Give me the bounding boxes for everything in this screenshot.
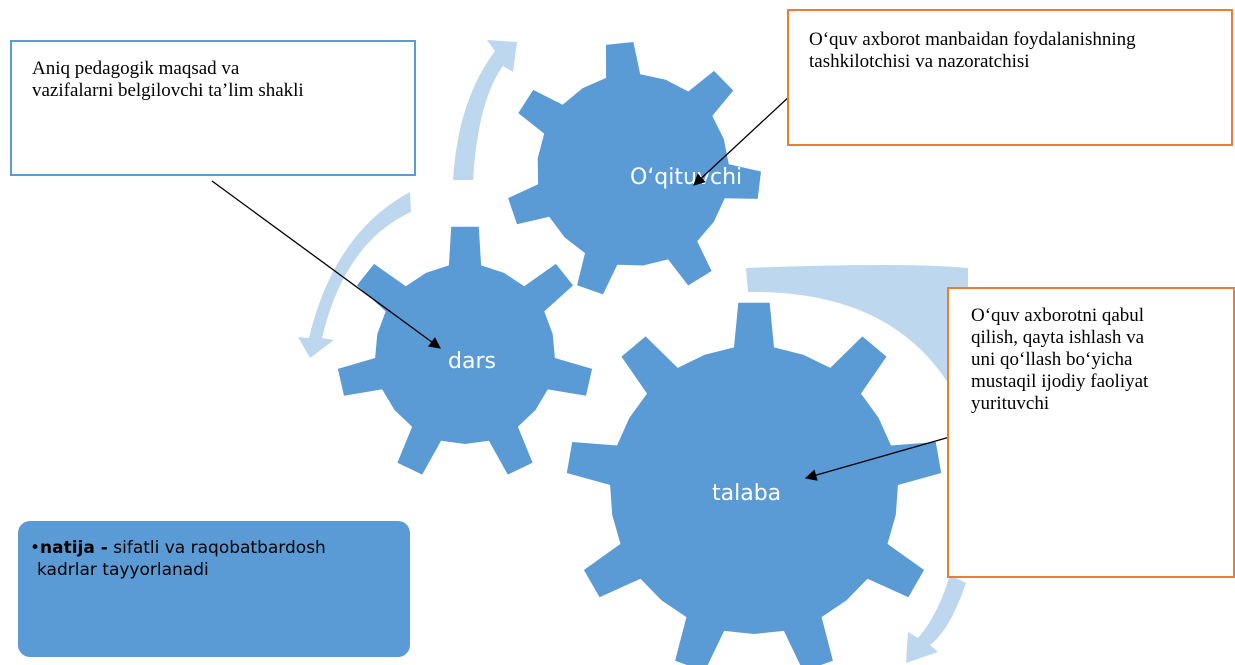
gear-teacher-label: O‘qituvchi bbox=[630, 165, 742, 190]
callout-lesson-line-1: Aniq pedagogik maqsad va bbox=[32, 58, 240, 79]
result-bullet: • bbox=[30, 538, 41, 558]
gear-student bbox=[566, 302, 942, 665]
callout-teacher-line-2: tashkilotchisi va nazoratchisi bbox=[809, 51, 1030, 72]
cycle-arrow-lesson-to-teacher bbox=[453, 40, 517, 180]
gear-lesson-label: dars bbox=[448, 349, 496, 374]
callout-student-line-3: uni qo‘llash bo‘yicha bbox=[971, 349, 1133, 370]
gear-lesson bbox=[337, 226, 593, 475]
gear-teacher bbox=[508, 42, 761, 295]
pointer-lesson-definition bbox=[211, 180, 441, 349]
callout-student-line-4: mustaqil ijodiy faoliyat bbox=[971, 371, 1149, 392]
callout-teacher-line-1: O‘quv axborot manbaidan foydalanishning bbox=[809, 29, 1136, 50]
cycle-arrow-student-out bbox=[906, 575, 966, 663]
callout-student-line-5: yurituvchi bbox=[971, 393, 1050, 414]
result-line-1: •natija - sifatli va raqobatbardosh bbox=[30, 537, 398, 559]
cycle-arrow-teacher-to-lesson bbox=[298, 192, 411, 358]
callout-student-line-2: qilish, qayta ishlash va bbox=[971, 327, 1145, 348]
cycle-arrow-to-student bbox=[746, 265, 968, 400]
callout-teacher-role: O‘quv axborot manbaidan foydalanishning … bbox=[787, 9, 1233, 146]
result-box: •natija - sifatli va raqobatbardosh kadr… bbox=[18, 521, 410, 657]
callout-lesson-line-2: vazifalarni belgilovchi ta’lim shakli bbox=[32, 80, 304, 101]
callout-student-role: O‘quv axborotni qabul qilish, qayta ishl… bbox=[947, 287, 1235, 578]
result-line-2: kadrlar tayyorlanadi bbox=[37, 560, 209, 580]
result-keyword: natija - bbox=[40, 538, 108, 558]
gear-student-label: talaba bbox=[712, 481, 781, 506]
callout-lesson-definition: Aniq pedagogik maqsad va vazifalarni bel… bbox=[10, 40, 416, 176]
callout-student-line-1: O‘quv axborotni qabul bbox=[971, 305, 1145, 326]
result-text: sifatli va raqobatbardosh bbox=[107, 538, 326, 558]
